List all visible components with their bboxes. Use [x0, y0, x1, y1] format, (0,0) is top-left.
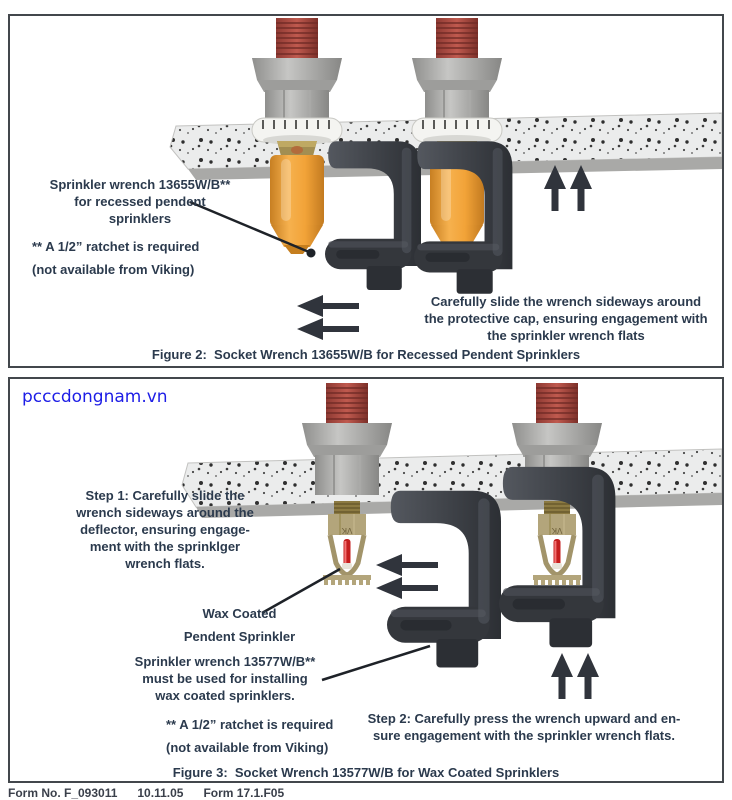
fig3-ratchet-note: ** A 1/2” ratchet is required (not avail…: [166, 717, 334, 755]
site-watermark: pcccdongnam.vn: [22, 387, 168, 407]
fig3-step1: Step 1: Carefully slide the wrench sidew…: [76, 488, 254, 571]
pipe-fitting-right: [411, 17, 503, 131]
fig2-ratchet-note: ** A 1/2” ratchet is required (not avail…: [32, 239, 200, 277]
fig3-step2: Step 2: Carefully press the wrench upwar…: [367, 711, 681, 743]
figure3-panel: pcccdongnam.vn Step 1: Carefully slide t…: [8, 377, 724, 783]
fig2-caption: Figure 2: Socket Wrench 13655W/B for Rec…: [151, 347, 581, 362]
leader-line-wrench: [321, 644, 431, 682]
leader-line: [189, 200, 316, 258]
socket-wrench-left: [325, 141, 421, 290]
figure3-illustration: [181, 382, 722, 699]
socket-wrench-left: [387, 490, 501, 668]
fig3-caption: Figure 3: Socket Wrench 13577W/B for Wax…: [172, 765, 560, 780]
escutcheon-ring-right: [411, 117, 503, 146]
fig3-wrench-label: Sprinkler wrench 13577W/B** must be used…: [134, 654, 316, 703]
pipe-fitting-left: [251, 17, 343, 131]
press-up-arrows-icon: [551, 653, 599, 699]
leader-line-sprinkler: [261, 567, 341, 615]
figure2-panel: Sprinkler wrench 13655W/B** for recessed…: [8, 14, 724, 368]
wax-sprinkler-right: [533, 501, 581, 585]
fig2-wrench-label: Sprinkler wrench 13655W/B** for recessed…: [49, 177, 231, 226]
fig2-instruction: Carefully slide the wrench sideways arou…: [424, 294, 708, 343]
escutcheon-ring-left: [251, 117, 343, 146]
page-footer: Form No. F_093011 10.11.05 Form 17.1.F05: [8, 786, 285, 800]
figure2-illustration: [169, 17, 722, 340]
fig3-sprinkler-label: Wax Coated Pendent Sprinkler: [183, 606, 296, 644]
brass-nut-left: [277, 141, 317, 156]
pipe-fitting-left: [301, 382, 393, 496]
slide-left-arrows-icon: [297, 295, 359, 340]
slide-left-arrows-icon: [376, 554, 438, 599]
